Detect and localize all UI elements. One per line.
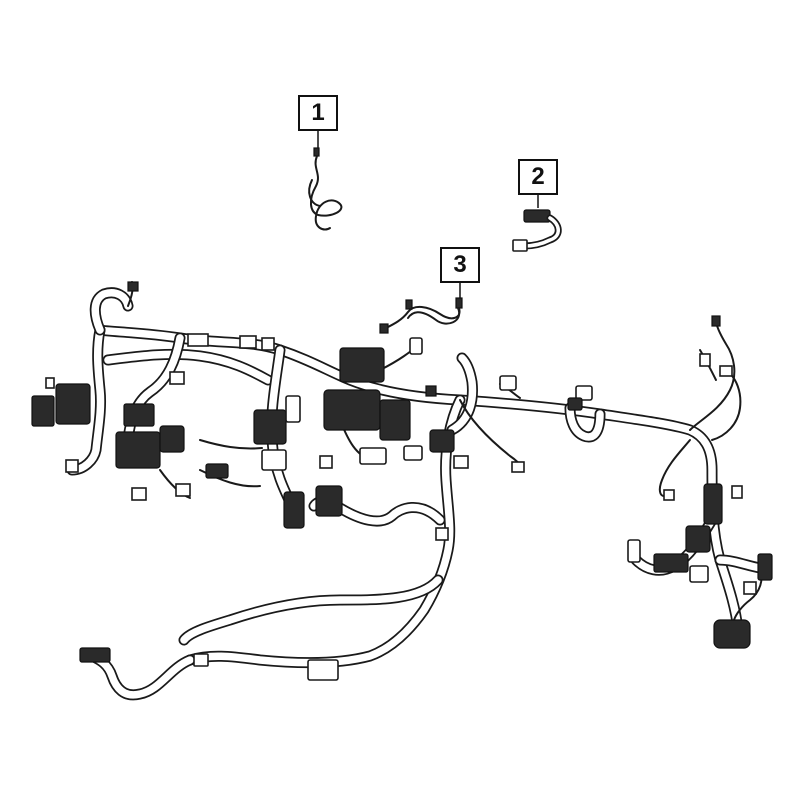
part-3-jumper-wire xyxy=(379,297,463,334)
main-harness-trunk xyxy=(66,287,766,701)
callout-2: 2 xyxy=(518,159,558,195)
callout-3-label: 3 xyxy=(453,251,467,278)
part-2-jumper-harness xyxy=(512,209,562,252)
harness-connectors xyxy=(31,281,773,681)
part-1-jumper-wire xyxy=(308,147,343,231)
callout-2-label: 2 xyxy=(531,163,545,190)
callout-1: 1 xyxy=(298,95,338,131)
callout-1-label: 1 xyxy=(311,99,325,126)
callout-3: 3 xyxy=(440,247,480,283)
callout-leaders xyxy=(317,131,539,298)
